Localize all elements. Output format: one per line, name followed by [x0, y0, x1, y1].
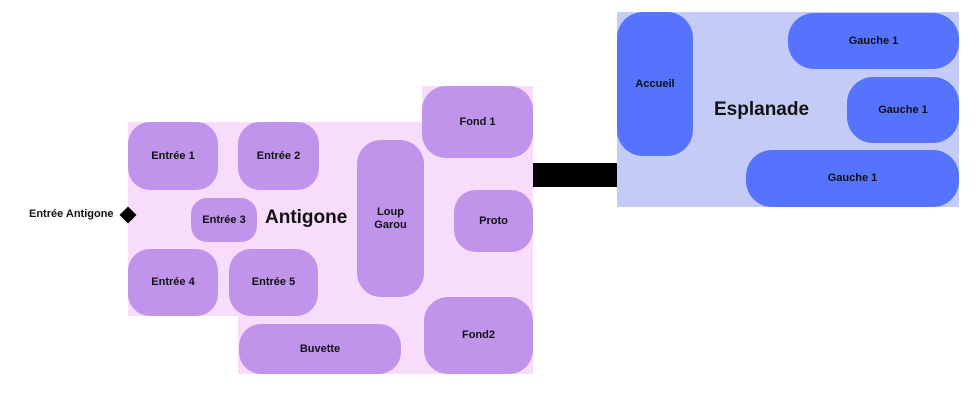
zone-connector: [533, 163, 617, 187]
node-buvette-label: Buvette: [299, 342, 341, 355]
node-gauche-bottom-label: Gauche 1: [827, 172, 878, 184]
node-entree-3-label: Entrée 3: [202, 213, 246, 226]
node-fond-2-label: Fond2: [462, 329, 495, 341]
node-proto[interactable]: Proto: [454, 190, 533, 252]
node-accueil[interactable]: Accueil: [617, 12, 693, 156]
node-fond-1-label: Fond 1: [459, 115, 496, 128]
node-gauche-middle[interactable]: Gauche 1: [847, 77, 959, 143]
node-entree-4[interactable]: Entrée 4: [128, 249, 218, 316]
node-loup-garou-label-line2: Garou: [374, 218, 407, 231]
node-accueil-label: Accueil: [635, 78, 675, 90]
node-entree-2[interactable]: Entrée 2: [238, 122, 319, 190]
node-fond-1[interactable]: Fond 1: [422, 86, 533, 158]
node-gauche-top[interactable]: Gauche 1: [788, 13, 959, 69]
node-gauche-top-label: Gauche 1: [848, 34, 899, 47]
node-entree-2-label: Entrée 2: [256, 149, 301, 162]
node-entree-5[interactable]: Entrée 5: [229, 249, 318, 316]
node-gauche-bottom[interactable]: Gauche 1: [746, 150, 959, 207]
node-loup-garou-label-line1: Loup: [377, 205, 404, 218]
node-gauche-middle-label: Gauche 1: [878, 103, 928, 116]
esplanade-title: Esplanade: [714, 99, 810, 120]
node-entree-1-label: Entrée 1: [151, 149, 195, 162]
node-buvette[interactable]: Buvette: [239, 324, 401, 374]
node-entree-3[interactable]: Entrée 3: [191, 198, 257, 242]
node-proto-label: Proto: [479, 214, 508, 227]
node-entree-5-label: Entrée 5: [251, 276, 296, 288]
antigone-title: Antigone: [265, 207, 348, 228]
antigone-entry-label: Entrée Antigone: [29, 208, 114, 220]
node-entree-1[interactable]: Entrée 1: [128, 122, 218, 190]
node-loup-garou[interactable]: Loup Garou: [357, 140, 424, 297]
node-fond-2[interactable]: Fond2: [424, 297, 533, 374]
node-entree-4-label: Entrée 4: [151, 276, 195, 288]
